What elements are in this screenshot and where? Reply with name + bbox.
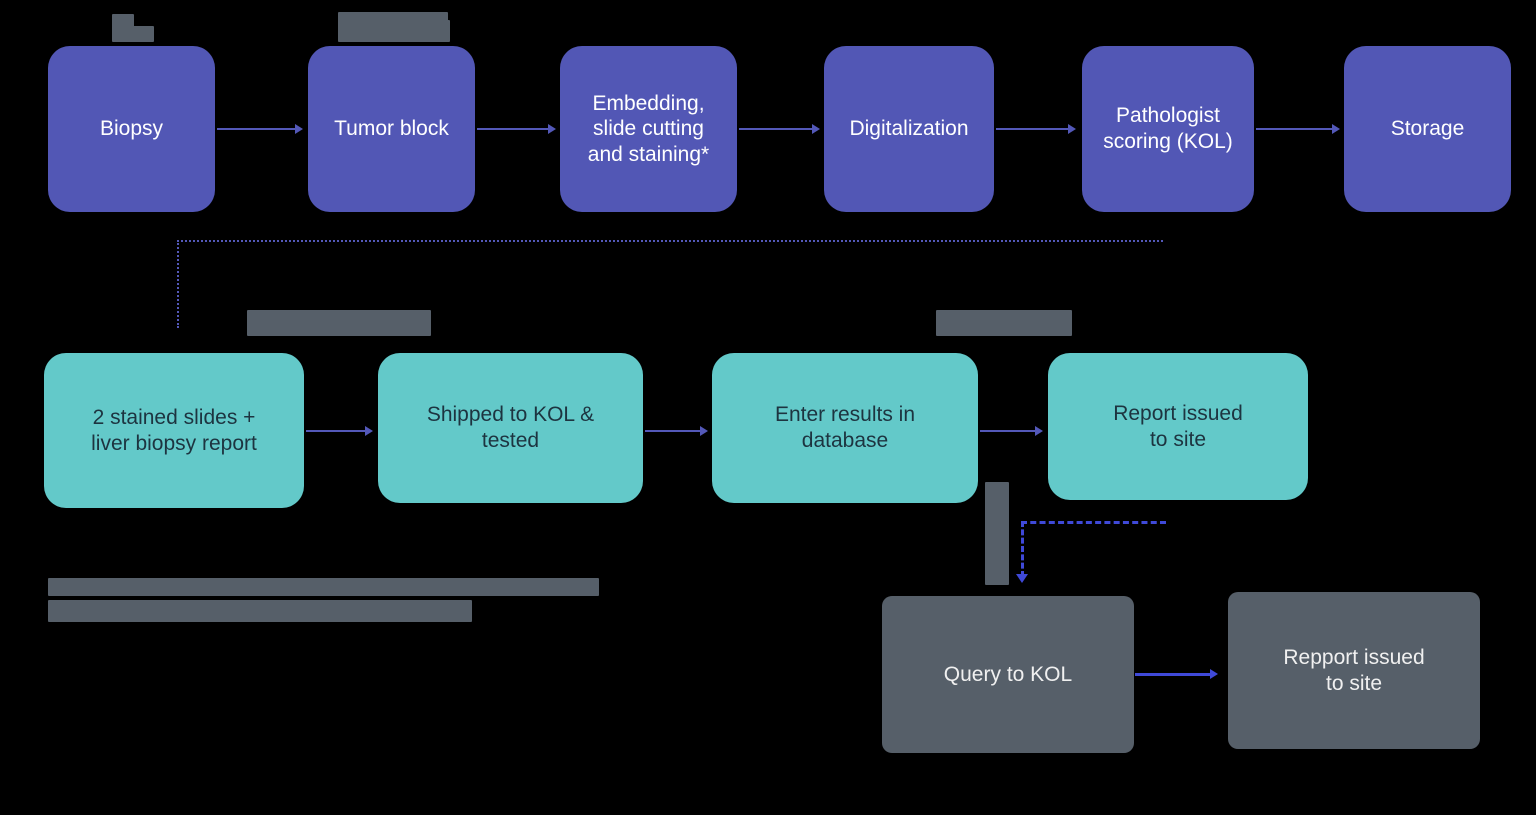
connector-elbow-top-horizontal (177, 240, 1163, 242)
arrowhead-digitalization-to-pathologist (1068, 124, 1076, 134)
arrowhead-shipped-to-enter-results (700, 426, 708, 436)
node-storage[interactable]: Storage (1344, 46, 1511, 212)
connector-embedding-to-digitalization (739, 128, 814, 130)
vertical-label-redacted (985, 482, 1009, 585)
swimlane-label-1b-redacted (112, 26, 154, 42)
arrowhead-pathologist-to-storage (1332, 124, 1340, 134)
connector-shipped-to-enter-results (645, 430, 703, 432)
swimlane-label-3-redacted (247, 310, 431, 336)
node-tumor-block[interactable]: Tumor block (308, 46, 475, 212)
arrowhead-biopsy-to-tumor-block (295, 124, 303, 134)
node-pathologist-scoring[interactable]: Pathologist scoring (KOL) (1082, 46, 1254, 212)
node-biopsy[interactable]: Biopsy (48, 46, 215, 212)
connector-elbow-top-vertical (177, 240, 179, 328)
connector-pathologist-to-storage (1256, 128, 1334, 130)
connector-elbow-bottom-vertical (1021, 521, 1024, 577)
connector-biopsy-to-tumor-block (217, 128, 297, 130)
swimlane-label-2b-redacted (338, 20, 450, 42)
arrowhead-embedding-to-digitalization (812, 124, 820, 134)
swimlane-label-2-redacted (338, 12, 448, 22)
connector-slides-to-shipped (306, 430, 368, 432)
footnote-line-2-redacted (48, 600, 472, 622)
footnote-line-1-redacted (48, 578, 599, 596)
connector-tumor-block-to-embedding (477, 128, 550, 130)
node-report-issued-to-site[interactable]: Report issued to site (1048, 353, 1308, 500)
node-shipped-to-kol-tested[interactable]: Shipped to KOL & tested (378, 353, 643, 503)
swimlane-label-4-redacted (936, 310, 1072, 336)
connector-enter-results-to-report (980, 430, 1038, 432)
node-embedding-slide-cutting-staining[interactable]: Embedding, slide cutting and staining* (560, 46, 737, 212)
arrowhead-elbow-bottom (1016, 574, 1028, 583)
node-query-to-kol[interactable]: Query to KOL (882, 596, 1134, 753)
swimlane-label-1-redacted (112, 14, 134, 28)
node-enter-results-in-database[interactable]: Enter results in database (712, 353, 978, 503)
connector-digitalization-to-pathologist (996, 128, 1070, 130)
node-digitalization[interactable]: Digitalization (824, 46, 994, 212)
node-stained-slides-liver-biopsy-report[interactable]: 2 stained slides + liver biopsy report (44, 353, 304, 508)
arrowhead-enter-results-to-report (1035, 426, 1043, 436)
arrowhead-slides-to-shipped (365, 426, 373, 436)
arrowhead-tumor-block-to-embedding (548, 124, 556, 134)
connector-query-to-repport (1135, 673, 1213, 676)
node-repport-issued-to-site[interactable]: Repport issued to site (1228, 592, 1480, 749)
connector-elbow-bottom-horizontal (1021, 521, 1166, 524)
arrowhead-query-to-repport (1210, 669, 1218, 679)
